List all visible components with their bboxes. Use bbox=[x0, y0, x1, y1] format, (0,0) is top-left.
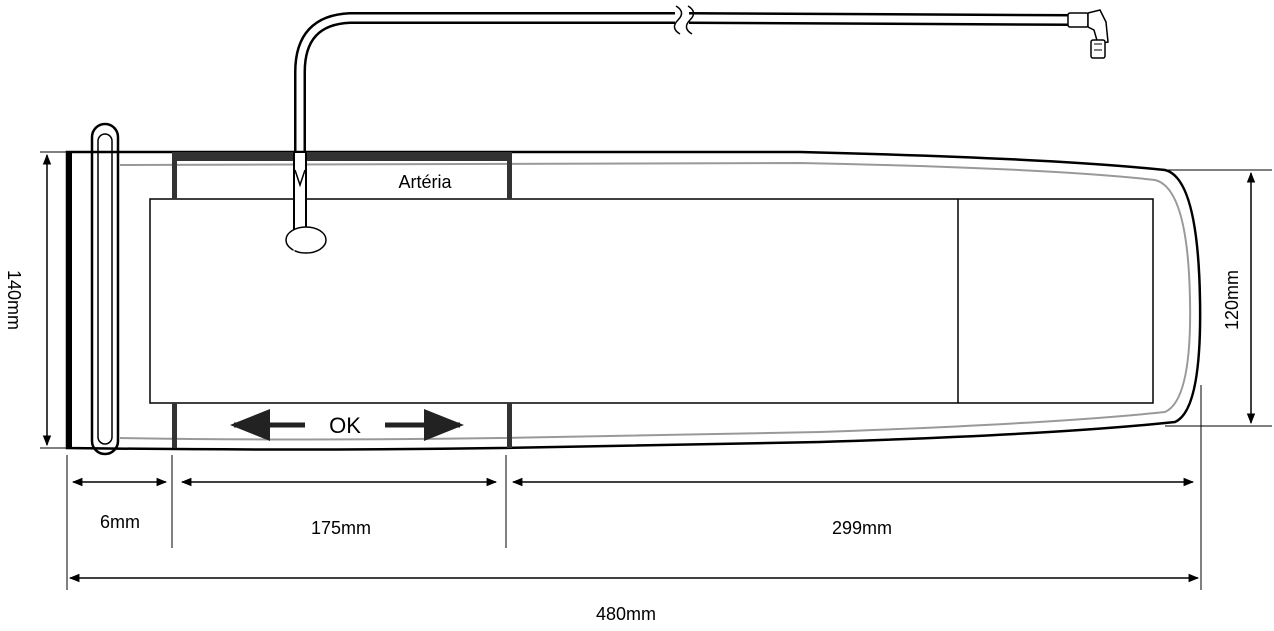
tube-connector bbox=[1067, 9, 1109, 59]
artery-marker bbox=[172, 152, 512, 448]
d-ring bbox=[90, 122, 120, 456]
width-175-label: 175mm bbox=[311, 518, 371, 538]
ok-label: OK bbox=[329, 413, 361, 438]
dimension-140: 140mm bbox=[4, 151, 67, 449]
tube-lower bbox=[293, 151, 307, 233]
tube-break-mark bbox=[673, 5, 695, 35]
tube bbox=[294, 5, 1073, 232]
width-6-label: 6mm bbox=[100, 512, 140, 532]
width-299-label: 299mm bbox=[832, 518, 892, 538]
cuff-left-edge bbox=[67, 152, 72, 448]
artery-label: Artéria bbox=[398, 172, 452, 192]
height-120-label: 120mm bbox=[1222, 270, 1242, 330]
dimension-120: 120mm bbox=[1165, 169, 1272, 427]
tube-joint bbox=[294, 169, 306, 188]
cuff-inner-seam bbox=[119, 161, 1192, 441]
ok-range-indicator: OK bbox=[230, 409, 464, 441]
bottom-extension-lines bbox=[66, 385, 1202, 590]
width-480-label: 480mm bbox=[596, 604, 656, 624]
height-140-label: 140mm bbox=[4, 270, 24, 330]
